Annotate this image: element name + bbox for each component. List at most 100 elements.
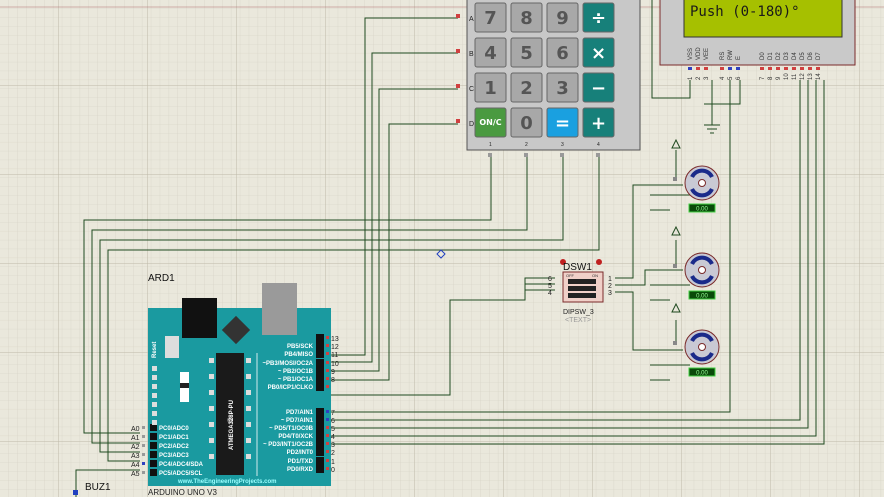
dip-pin: 1	[608, 276, 612, 283]
keypad-key[interactable]: =	[546, 107, 579, 138]
keypad-key-label: +	[591, 113, 606, 134]
keypad-key[interactable]: ÷	[582, 2, 615, 33]
keypad-key[interactable]: 4	[474, 37, 507, 68]
keypad-key[interactable]: ON/C	[474, 107, 507, 138]
keypad-key-label: 7	[484, 8, 497, 29]
lcd-pin[interactable]	[792, 67, 796, 70]
servo-readout	[688, 367, 716, 377]
analog-pin[interactable]	[142, 444, 145, 447]
lcd-pin[interactable]	[800, 67, 804, 70]
lcd-pin[interactable]	[704, 67, 708, 70]
lcd-pin-label: D4	[792, 52, 798, 60]
wire-junction-marker[interactable]	[436, 249, 446, 259]
lcd-pin-label: D5	[800, 52, 806, 60]
keypad-row-pin[interactable]	[456, 84, 460, 88]
lcd-pin[interactable]	[784, 67, 788, 70]
digital-pin[interactable]	[326, 361, 329, 364]
dip-switch-2[interactable]	[568, 286, 596, 291]
keypad-key[interactable]: 7	[474, 2, 507, 33]
digital-pin[interactable]	[326, 459, 329, 462]
keypad-key[interactable]: 6	[546, 37, 579, 68]
lcd-pin[interactable]	[808, 67, 812, 70]
lcd-pin-number: 13	[808, 73, 814, 80]
keypad-col-pin[interactable]	[596, 153, 600, 157]
dip-pin: 4	[548, 290, 552, 297]
digital-pin[interactable]	[326, 450, 329, 453]
keypad-key-label: 3	[556, 78, 569, 99]
lcd-pin[interactable]	[776, 67, 780, 70]
analog-pin[interactable]	[142, 435, 145, 438]
dip-switch-1[interactable]	[568, 279, 596, 284]
dip-switch-3[interactable]	[568, 293, 596, 298]
keypad-key[interactable]: 0	[510, 107, 543, 138]
digital-pin[interactable]	[326, 426, 329, 429]
dip-pin: 5	[548, 283, 552, 290]
buzzer-pin	[73, 490, 78, 495]
servo-motor[interactable]: 0.00	[671, 138, 720, 213]
keypad-key-label: 0	[520, 113, 533, 134]
lcd-pin[interactable]	[696, 67, 700, 70]
lcd-pin[interactable]	[760, 67, 764, 70]
keypad-key[interactable]: 8	[510, 2, 543, 33]
analog-pin-number: A2	[131, 444, 140, 451]
reset-button[interactable]	[165, 336, 179, 358]
digital-pin-label: PD1/TXD	[288, 459, 314, 465]
digital-pin[interactable]	[326, 467, 329, 470]
lcd-pin[interactable]	[720, 67, 724, 70]
keypad-key[interactable]: ×	[582, 37, 615, 68]
servo-motor[interactable]: 0.00	[671, 302, 720, 377]
servo-motor[interactable]: 0.00	[671, 225, 720, 300]
digital-pin[interactable]	[326, 442, 329, 445]
lcd-text: Push (0-180)°	[690, 4, 800, 20]
keypad-key[interactable]: +	[582, 107, 615, 138]
analog-pin[interactable]	[142, 471, 145, 474]
keypad-key[interactable]: 9	[546, 2, 579, 33]
analog-pin[interactable]	[142, 453, 145, 456]
analog-pin[interactable]	[142, 462, 145, 465]
arduino-ref: ARD1	[148, 273, 175, 284]
keypad-col-pin[interactable]	[488, 153, 492, 157]
lcd-pin-label: VSS	[688, 48, 694, 60]
digital-pin[interactable]	[326, 344, 329, 347]
lcd-pin[interactable]	[816, 67, 820, 70]
digital-pin-number: 1	[331, 459, 335, 466]
digital-pin-number: 3	[331, 442, 335, 449]
analog-pin-number: A4	[131, 462, 140, 469]
digital-pin[interactable]	[326, 369, 329, 372]
keypad-key[interactable]: 3	[546, 72, 579, 103]
servo-readout-value: 0.00	[696, 371, 708, 377]
keypad-row-pin[interactable]	[456, 49, 460, 53]
digital-pin[interactable]	[326, 377, 329, 380]
keypad-row-pin[interactable]	[456, 14, 460, 18]
keypad-col-pin[interactable]	[524, 153, 528, 157]
keypad-key[interactable]: 2	[510, 72, 543, 103]
keypad-key[interactable]: −	[582, 72, 615, 103]
analog-pin[interactable]	[142, 426, 145, 429]
digital-pin-label: PD4/T0/XCK	[278, 434, 313, 440]
digital-pin-number: 7	[331, 410, 335, 417]
dip-off-label: OFF	[566, 273, 575, 278]
digital-pin[interactable]	[326, 336, 329, 339]
digital-pin[interactable]	[326, 352, 329, 355]
digital-pin[interactable]	[326, 410, 329, 413]
keypad-col-pin[interactable]	[560, 153, 564, 157]
keypad-row-pin[interactable]	[456, 119, 460, 123]
keypad-key[interactable]: 1	[474, 72, 507, 103]
digital-pin[interactable]	[326, 418, 329, 421]
dip-text: <TEXT>	[565, 317, 591, 324]
lcd-pin[interactable]	[768, 67, 772, 70]
lcd-display[interactable]: Push (0-180)° VSS1VDD2VEE3RS4RW5E6D07D18…	[659, 0, 856, 80]
digital-pin[interactable]	[326, 434, 329, 437]
lcd-pin[interactable]	[736, 67, 740, 70]
lcd-pin[interactable]	[728, 67, 732, 70]
lcd-pin[interactable]	[688, 67, 692, 70]
arduino-board[interactable]: Reset ATMEGA328P-PU www.TheEngineeringPr…	[131, 283, 339, 486]
digital-pin[interactable]	[326, 385, 329, 388]
lcd-pin-number: 7	[760, 76, 766, 80]
keypad-row-label: D	[469, 121, 474, 128]
keypad-key[interactable]: 5	[510, 37, 543, 68]
dip-switch[interactable]: DSW1 OFF ON 6 5 4 1 2 3 DIPSW_3 <TEXT>	[548, 259, 612, 324]
